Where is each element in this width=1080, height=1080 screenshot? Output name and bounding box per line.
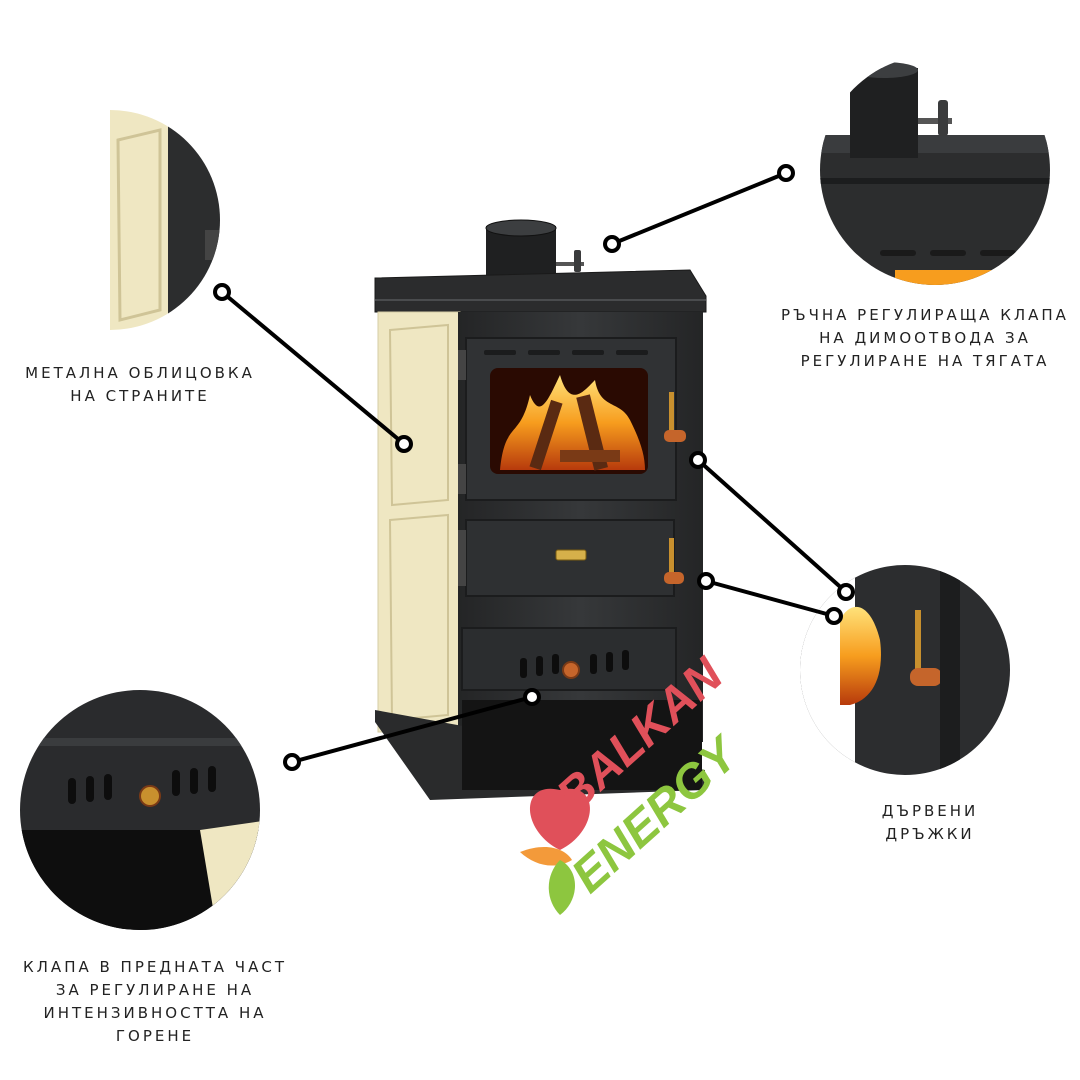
caption-front-damper: КЛАПА В ПРЕДНАТА ЧАСТ ЗА РЕГУЛИРАНЕ НА И… xyxy=(10,956,300,1048)
oven-handle-lever xyxy=(669,538,674,574)
detail-front-damper xyxy=(20,690,260,930)
detail-flue-damper xyxy=(820,55,1050,285)
wooden-handle-lower xyxy=(664,572,684,584)
damper-lever xyxy=(556,262,584,266)
caption-line: ДЪРВЕНИ xyxy=(881,802,979,820)
caption-line: НА ДИМООТВОДА ЗА xyxy=(819,329,1031,347)
wooden-handle-upper xyxy=(664,430,686,442)
caption-line: РЪЧНА РЕГУЛИРАЩА КЛАПА xyxy=(781,306,1069,324)
door-hinge-upper xyxy=(458,350,466,380)
detail-side-cladding xyxy=(0,110,220,330)
damper-knob xyxy=(574,250,581,272)
door-handle-lever xyxy=(669,392,674,430)
leader-dots xyxy=(213,164,855,771)
caption-line: ИНТЕНЗИВНОСТТА НА xyxy=(43,1004,267,1022)
flue-pipe-top xyxy=(485,219,557,237)
storage-cavity xyxy=(462,700,702,790)
stove xyxy=(374,219,707,800)
oven-badge xyxy=(555,549,587,561)
detail-wooden-handles xyxy=(800,565,1010,775)
caption-line: НА СТРАНИТЕ xyxy=(70,387,210,405)
drawer-vents xyxy=(520,650,629,678)
caption-line: ГОРЕНЕ xyxy=(115,1027,195,1045)
door-hinge-lower xyxy=(458,464,466,494)
caption-line: ДРЪЖКИ xyxy=(885,825,975,843)
caption-line: РЕГУЛИРАНЕ НА ТЯГАТА xyxy=(800,352,1050,370)
oven-hinge xyxy=(458,530,466,586)
leader-lines xyxy=(220,171,848,764)
door-vents xyxy=(484,350,648,355)
caption-flue-damper: РЪЧНА РЕГУЛИРАЩА КЛАПА НА ДИМООТВОДА ЗА … xyxy=(770,304,1080,373)
caption-line: ЗА РЕГУЛИРАНЕ НА xyxy=(55,981,255,999)
caption-side-cladding: МЕТАЛНА ОБЛИЦОВКА НА СТРАНИТЕ xyxy=(20,362,260,408)
ash-drawer xyxy=(461,627,677,691)
logo-green-leaf-icon xyxy=(548,860,575,915)
caption-line: КЛАПА В ПРЕДНАТА ЧАСТ xyxy=(23,958,287,976)
air-damper-knob xyxy=(562,661,580,679)
stove-top-plate xyxy=(374,269,707,313)
fire-logs xyxy=(529,394,620,471)
logo-orange-leaf-icon xyxy=(520,846,572,866)
logo-red-leaf-icon xyxy=(530,788,590,850)
caption-line: МЕТАЛНА ОБЛИЦОВКА xyxy=(25,364,255,382)
caption-wooden-handles: ДЪРВЕНИ ДРЪЖКИ xyxy=(850,800,1010,846)
